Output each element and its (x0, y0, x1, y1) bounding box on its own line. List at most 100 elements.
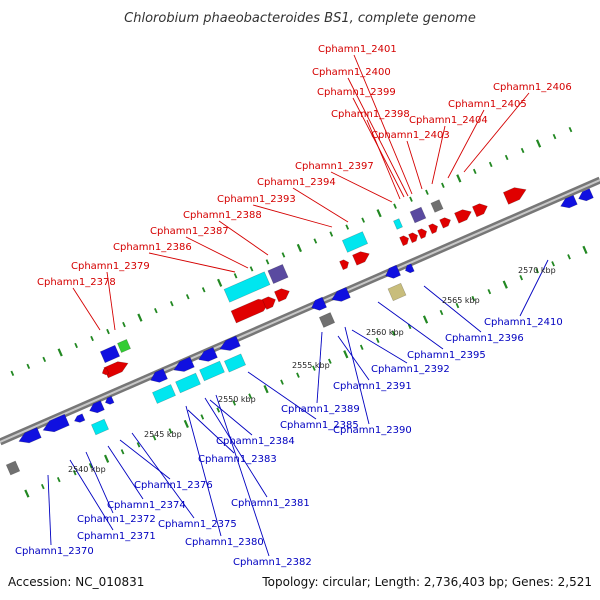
bottom-track-tick (136, 442, 141, 448)
bottom-track-tick (471, 295, 476, 302)
gene-arrow (311, 296, 328, 311)
gene-box (223, 271, 271, 303)
gene-feature (99, 344, 121, 364)
bottom-track-tick (502, 280, 508, 289)
kbp-label: 2540 kbp (68, 465, 106, 474)
bottom-gene-label: Cphamn1_2410 (484, 317, 563, 328)
top-track-tick (393, 203, 397, 209)
bottom-leader-line (107, 445, 144, 500)
top-leader-line (447, 109, 485, 179)
top-track-tick (472, 168, 477, 175)
gene-box (199, 360, 225, 382)
top-leader-line (218, 220, 269, 256)
kbp-label: 2545 kbp (144, 430, 182, 439)
top-track-tick (313, 238, 318, 244)
top-track-tick (106, 328, 110, 335)
top-track-tick (201, 287, 206, 293)
bottom-gene-label: Cphamn1_2382 (233, 557, 312, 568)
bottom-track-tick (103, 454, 110, 463)
bottom-gene-label: Cphamn1_2376 (134, 480, 213, 491)
gene-arrow (439, 217, 451, 229)
gene-feature (89, 400, 105, 414)
top-leader-line (463, 92, 530, 173)
top-track-tick (456, 174, 462, 183)
top-gene-label: Cphamn1_2398 (331, 109, 410, 120)
gene-arrow (578, 188, 594, 202)
top-gene-label: Cphamn1_2394 (257, 177, 336, 188)
bottom-leader-line (187, 409, 235, 454)
gene-arrow (352, 251, 370, 266)
gene-feature (454, 209, 472, 224)
top-track-tick (185, 294, 190, 300)
bottom-leader-line (119, 439, 171, 480)
top-track-tick (568, 126, 573, 133)
top-leader-line (347, 77, 409, 197)
bottom-track-tick (519, 275, 524, 281)
bottom-track-tick (535, 268, 539, 274)
gene-box (90, 418, 110, 436)
gene-feature (267, 263, 289, 285)
bottom-gene-label: Cphamn1_2371 (77, 531, 156, 542)
bottom-gene-label: Cphamn1_2381 (231, 498, 310, 509)
gene-feature (101, 367, 110, 376)
bottom-track-tick (487, 288, 492, 295)
gene-feature (399, 235, 410, 247)
gene-arrow (104, 395, 115, 405)
top-track-tick (552, 133, 557, 140)
top-leader-line (330, 171, 393, 203)
gene-feature (175, 372, 201, 394)
gene-feature (152, 384, 176, 404)
genome-backbone (0, 176, 600, 446)
bottom-track-tick (407, 323, 412, 330)
gene-feature (273, 288, 290, 303)
top-track-tick (26, 363, 31, 370)
top-leader-line (72, 287, 101, 331)
top-leader-line (252, 204, 333, 228)
gene-feature (471, 203, 488, 218)
gene-box (267, 263, 289, 285)
bottom-track-tick (582, 245, 588, 254)
bottom-track-tick (280, 379, 284, 385)
bottom-leader-line (377, 301, 444, 350)
gene-arrow (408, 232, 419, 244)
kbp-label: 2555 kbp (292, 361, 330, 370)
bottom-track-tick (455, 302, 460, 309)
gene-feature (331, 286, 351, 302)
gene-feature (409, 206, 427, 224)
top-gene-label: Cphamn1_2393 (217, 194, 296, 205)
top-gene-label: Cphamn1_2404 (409, 115, 488, 126)
top-gene-label: Cphamn1_2379 (71, 261, 150, 272)
bottom-gene-label: Cphamn1_2384 (216, 436, 295, 447)
bottom-track-tick (328, 358, 332, 364)
top-gene-label: Cphamn1_2387 (150, 226, 229, 237)
gene-feature (439, 217, 451, 229)
top-gene-label: Cphamn1_2401 (318, 44, 397, 55)
bottom-leader-line (69, 459, 114, 531)
top-track-tick (345, 224, 350, 230)
bottom-track-tick (263, 385, 269, 394)
gene-box (223, 353, 247, 373)
gene-box (175, 372, 201, 394)
tick-marks (10, 126, 588, 498)
top-leader-line (431, 125, 446, 185)
bottom-gene-label: Cphamn1_2391 (333, 381, 412, 392)
gene-arrow (73, 413, 86, 423)
top-gene-label: Cphamn1_2386 (113, 242, 192, 253)
bottom-leader-line (344, 326, 370, 425)
gene-feature (90, 418, 110, 436)
top-gene-label: Cphamn1_2378 (37, 277, 116, 288)
gene-arrow (399, 235, 410, 247)
top-track-tick (137, 313, 143, 322)
top-leader-line (106, 271, 116, 331)
bottom-track-tick (168, 428, 173, 434)
bottom-leader-line (337, 335, 370, 381)
top-track-tick (504, 154, 509, 161)
gene-box (318, 312, 336, 328)
gene-box (430, 199, 444, 213)
gene-feature (417, 228, 428, 240)
top-track-tick (265, 259, 270, 265)
bottom-gene-label: Cphamn1_2375 (158, 519, 237, 530)
gene-arrow (560, 194, 578, 209)
